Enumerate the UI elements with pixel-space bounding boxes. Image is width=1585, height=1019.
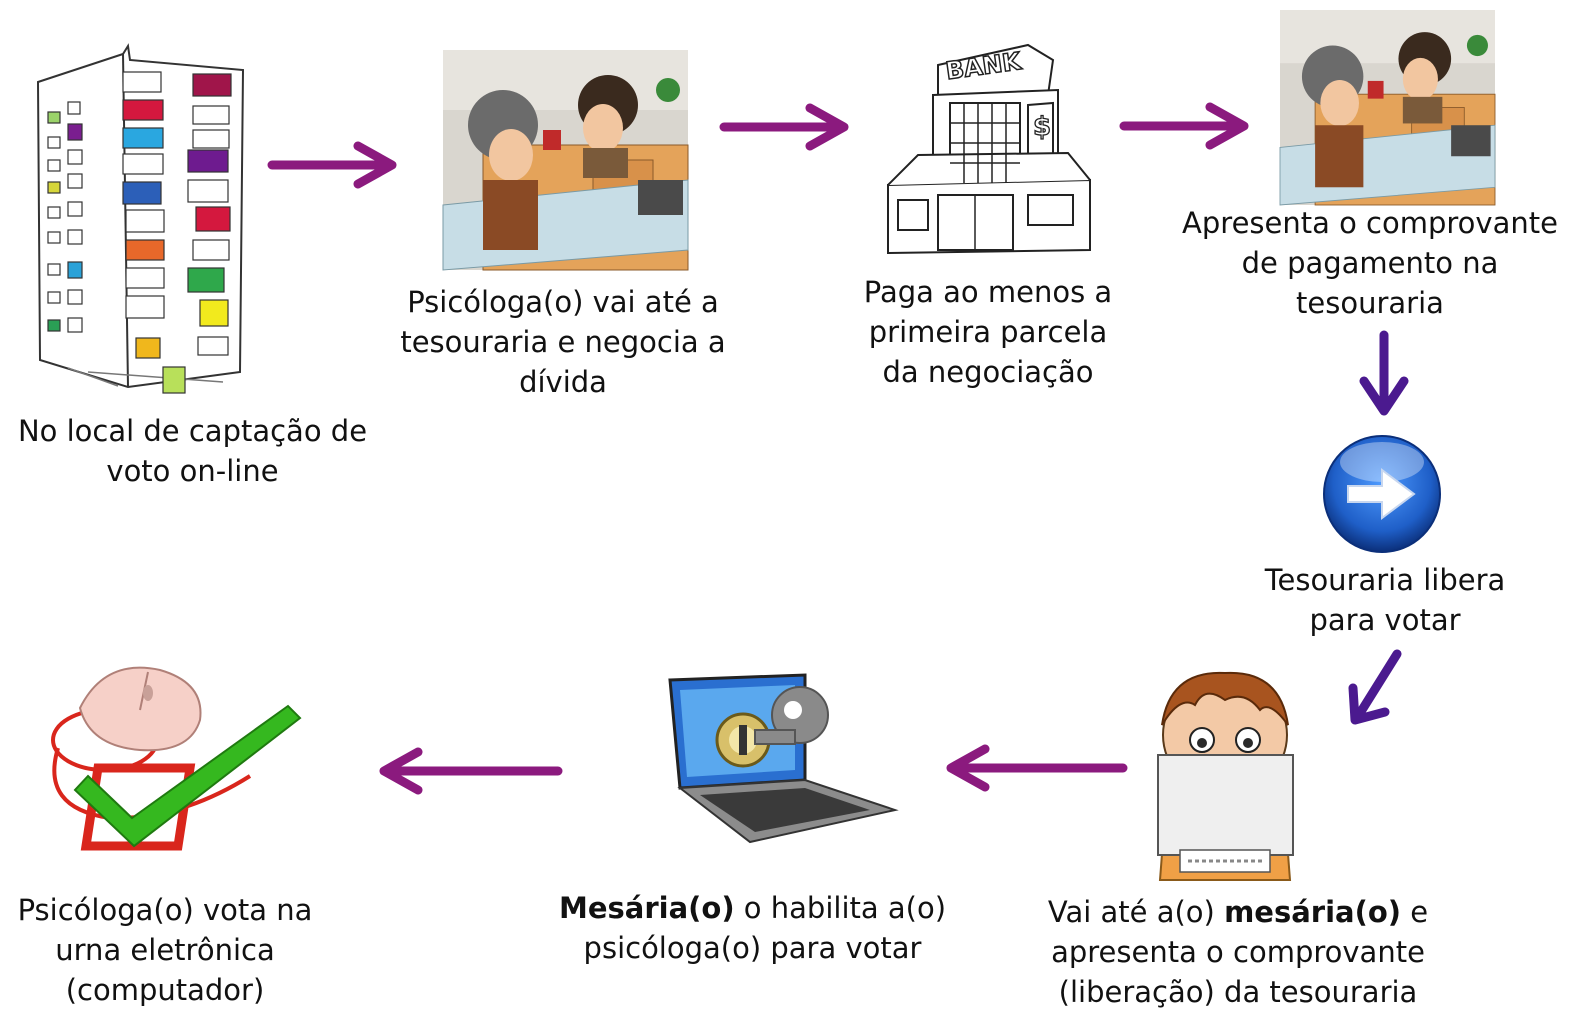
right-arrow-icon: [719, 103, 849, 151]
caption-line: tesouraria: [1296, 286, 1444, 320]
step1-caption: No local de captação de voto on-line: [0, 411, 385, 491]
step4-caption: Apresenta o comprovante de pagamento na …: [1170, 203, 1570, 323]
caption-suffix: o habilita a(o): [734, 891, 947, 925]
svg-text:$: $: [1033, 112, 1051, 142]
mouse-checkmark-icon: [30, 648, 302, 863]
forward-arrow-button-icon: [1323, 435, 1441, 553]
caption-line: (computador): [65, 973, 265, 1007]
caption-line: dívida: [519, 365, 607, 399]
laptop-key-icon: [655, 670, 900, 848]
caption-line: Apresenta o comprovante: [1182, 206, 1558, 240]
caption-line: Paga ao menos a: [863, 275, 1113, 309]
caption-line: No local de captação de: [17, 414, 368, 448]
step3-caption: Paga ao menos a primeira parcela da nego…: [823, 272, 1153, 392]
down-arrow-icon: [1359, 330, 1409, 416]
left-arrow-icon: [379, 747, 563, 795]
caption-line: Vai até a(o) mesária(o) e: [1008, 892, 1468, 932]
caption-line: de pagamento na: [1241, 246, 1499, 280]
treasury-counter-icon: [1279, 10, 1496, 206]
caption-line: apresenta o comprovante: [1051, 935, 1425, 969]
down-left-arrow-icon: [1348, 649, 1402, 725]
right-arrow-icon: [1119, 102, 1249, 150]
caption-line: da negociação: [882, 355, 1094, 389]
caption-prefix: Vai até a(o): [1047, 895, 1225, 929]
caption-line: (liberação) da tesouraria: [1058, 975, 1418, 1009]
caption-line: para votar: [1309, 603, 1461, 637]
caption-suffix: e: [1401, 895, 1429, 929]
caption-line: Tesouraria libera: [1264, 563, 1506, 597]
treasury-counter-icon: [442, 50, 689, 271]
person-laptop-icon: [1140, 665, 1310, 881]
step6-caption: Vai até a(o) mesária(o) e apresenta o co…: [1008, 892, 1468, 1012]
right-arrow-icon: [267, 141, 397, 189]
office-building-icon: [36, 43, 245, 394]
caption-line: primeira parcela: [868, 315, 1108, 349]
caption-line: urna eletrônica: [55, 933, 275, 967]
caption-line: tesouraria e negocia a: [400, 325, 726, 359]
caption-line: voto on-line: [106, 454, 279, 488]
step2-caption: Psicóloga(o) vai até a tesouraria e nego…: [378, 282, 748, 402]
caption-line: Mesária(o) o habilita a(o): [525, 888, 980, 928]
step7-caption: Mesária(o) o habilita a(o) psicóloga(o) …: [525, 888, 980, 968]
step5-caption: Tesouraria libera para votar: [1210, 560, 1560, 640]
left-arrow-icon: [946, 744, 1128, 792]
caption-bold: mesária(o): [1224, 895, 1402, 929]
caption-line: Psicóloga(o) vai até a: [407, 285, 719, 319]
caption-bold: Mesária(o): [558, 891, 735, 925]
caption-line: Psicóloga(o) vota na: [17, 893, 313, 927]
step8-caption: Psicóloga(o) vota na urna eletrônica (co…: [0, 890, 330, 1010]
caption-line: psicóloga(o) para votar: [583, 931, 922, 965]
bank-icon: BANK $: [887, 43, 1091, 255]
